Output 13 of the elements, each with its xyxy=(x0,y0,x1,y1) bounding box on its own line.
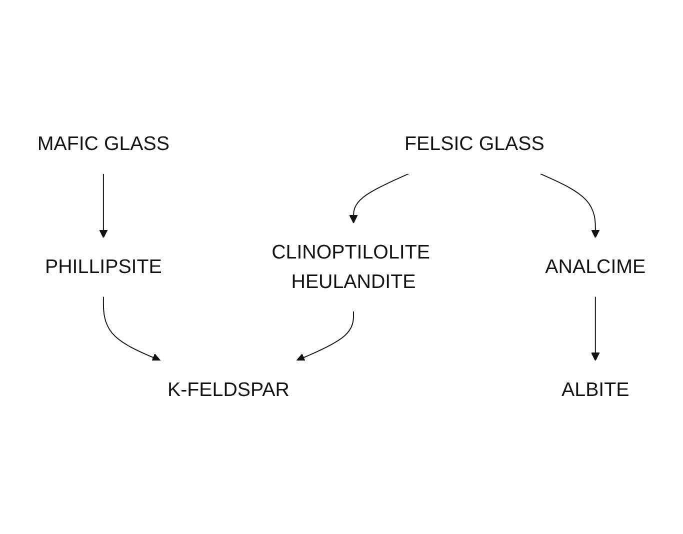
arrow xyxy=(540,173,600,238)
node-text: ALBITE xyxy=(562,379,630,401)
arrow xyxy=(102,296,161,362)
node-text: CLINOPTILOLITE HEULANDITE xyxy=(272,241,430,293)
arrow xyxy=(591,296,600,361)
node-text: FELSIC GLASS xyxy=(404,133,544,155)
node-text: K-FELDSPAR xyxy=(167,379,290,401)
arrow xyxy=(99,173,108,238)
arrow xyxy=(349,173,409,224)
arrow xyxy=(296,310,354,362)
node-text: PHILLIPSITE xyxy=(45,256,162,278)
node-text: MAFIC GLASS xyxy=(37,133,170,155)
node-text: ANALCIME xyxy=(545,256,646,278)
